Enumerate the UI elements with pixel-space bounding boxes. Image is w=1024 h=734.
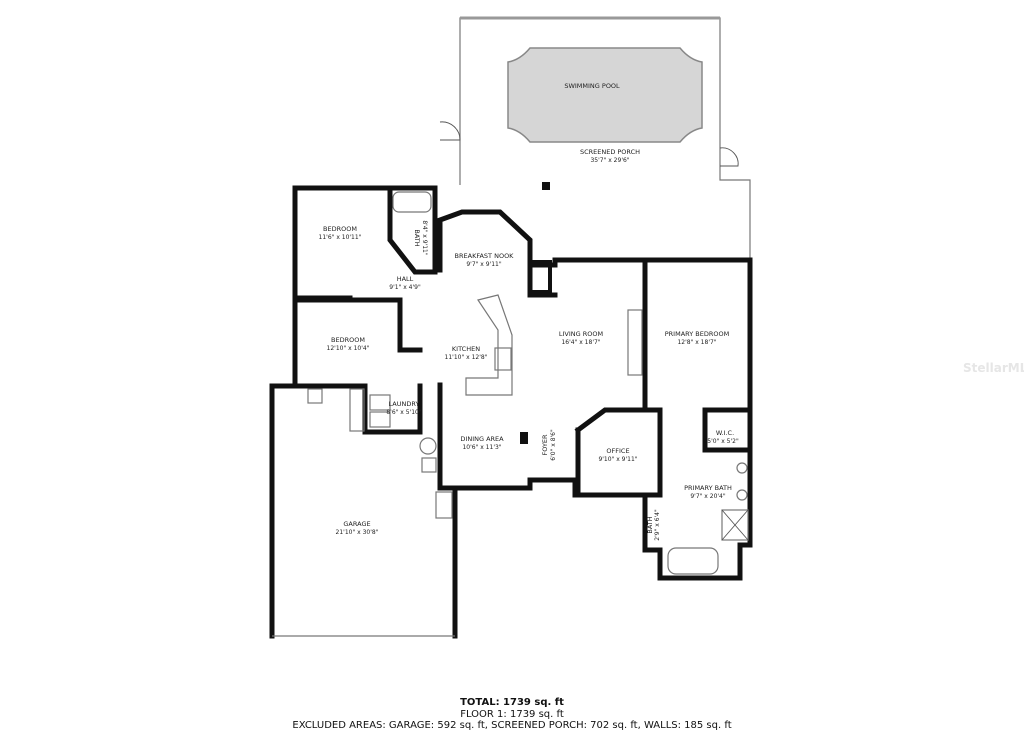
room-name: DINING AREA	[460, 435, 504, 443]
walls	[269, 185, 753, 639]
room-dims: 9'7" x 9'11"	[466, 261, 502, 268]
room-dims: 10'6" x 11'3"	[462, 444, 501, 451]
room-dims: 11'6" x 10'11"	[319, 234, 362, 241]
room-name: BEDROOM	[331, 336, 365, 344]
room-dims: 8'4" x 9'11"	[421, 220, 428, 256]
room-dims: 9'1" x 4'9"	[389, 284, 421, 291]
fixtures	[307, 191, 749, 575]
room-dims: 21'10" x 30'8"	[336, 529, 379, 536]
room-dims: 9'7" x 20'4"	[690, 493, 726, 500]
screened-porch	[439, 16, 751, 260]
room-dims: 12'8" x 18'7"	[677, 339, 716, 346]
fireplace	[528, 260, 552, 294]
room-dims: 2'9" x 6'4"	[654, 509, 661, 541]
room-name: GARAGE	[343, 520, 370, 528]
swimming-pool	[507, 47, 703, 143]
room-name: KITCHEN	[452, 345, 480, 353]
room-name: SWIMMING POOL	[564, 82, 620, 90]
room-name: BREAKFAST NOOK	[455, 252, 515, 260]
room-name: BATH	[646, 516, 654, 533]
total-area: TOTAL: 1739 sq. ft	[460, 697, 564, 708]
column	[542, 182, 550, 190]
room-name: HALL	[397, 275, 414, 283]
room-dims: 8'6" x 5'10"	[386, 409, 422, 416]
watermark-logo: StellarMLS	[963, 361, 1024, 375]
room-dims: 9'10" x 9'11"	[598, 456, 637, 463]
room-name: FOYER	[541, 434, 549, 456]
room-name: W.I.C.	[716, 429, 734, 437]
room-name: BATH	[413, 229, 421, 246]
room-name: BEDROOM	[323, 225, 357, 233]
room-dims: 5'0" x 5'2"	[707, 438, 739, 445]
floor-area: FLOOR 1: 1739 sq. ft	[460, 709, 564, 720]
room-dims: 16'4" x 18'7"	[561, 339, 600, 346]
room-dims: 11'10" x 12'8"	[445, 354, 488, 361]
room-name: PRIMARY BATH	[684, 484, 732, 492]
room-name: OFFICE	[606, 447, 629, 455]
room-dims: 6'0" x 8'6"	[550, 429, 557, 461]
room-name: LIVING ROOM	[559, 330, 603, 338]
room-name: SCREENED PORCH	[580, 148, 640, 156]
room-labels: SWIMMING POOL SCREENED PORCH 35'7" x 29'…	[319, 82, 739, 541]
excluded-areas: EXCLUDED AREAS: GARAGE: 592 sq. ft, SCRE…	[292, 720, 732, 731]
room-name: LAUNDRY	[389, 400, 420, 408]
room-name: PRIMARY BEDROOM	[665, 330, 729, 338]
room-dims: 35'7" x 29'6"	[590, 157, 629, 164]
room-dims: 12'10" x 10'4"	[327, 345, 370, 352]
